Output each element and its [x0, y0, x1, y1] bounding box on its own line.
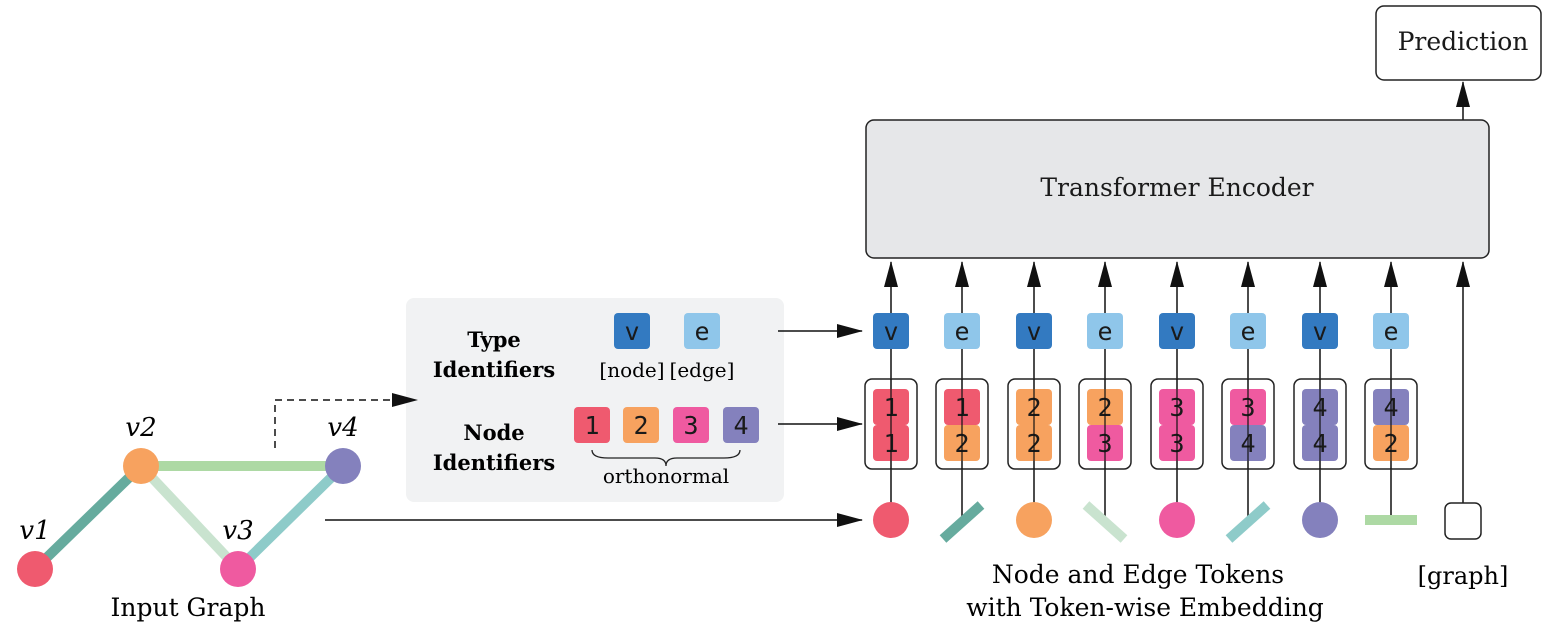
token-column-3: 22v [1007, 261, 1061, 538]
node-token [1016, 502, 1052, 538]
type-id-caption: [node] [599, 358, 664, 382]
type-id-v: v [614, 313, 650, 349]
graph-node-label: v2 [125, 413, 156, 443]
token-type-id-glyph: e [1240, 317, 1255, 346]
orthonormal-caption: orthonormal [603, 464, 729, 488]
graph-node-label: v1 [19, 516, 50, 546]
token-column-8: 42e [1364, 261, 1418, 525]
node-id-1-glyph: 1 [584, 411, 599, 440]
token-type-id: e [1230, 313, 1266, 349]
graph-edge-v2-v3 [137, 462, 242, 573]
token-type-id-glyph: e [1383, 317, 1398, 346]
token-column-2: 12e [935, 261, 989, 543]
graph-token-label: [graph] [1418, 562, 1509, 590]
token-type-id: e [944, 313, 980, 349]
token-type-id-glyph: v [883, 317, 898, 346]
graph-node-v2 [123, 448, 159, 484]
token-column-1: 11v [864, 261, 918, 538]
token-type-id: e [1373, 313, 1409, 349]
token-type-id: e [1087, 313, 1123, 349]
token-type-id-glyph: v [1169, 317, 1184, 346]
edge-token [939, 501, 985, 543]
node-id-1: 1 [574, 407, 610, 443]
input-graph: v1 v2 v3 v4 [17, 413, 361, 587]
dashed-arrow-head [392, 393, 418, 407]
type-identifiers-label-line1: Type [467, 327, 521, 352]
type-identifiers-label-line2: Identifiers [433, 357, 555, 382]
graph-node-v1 [17, 551, 53, 587]
transformer-encoder-box: Transformer Encoder [865, 119, 1490, 259]
type-id-v-glyph: v [624, 317, 639, 346]
type-id-e: e [684, 313, 720, 349]
node-token [1302, 502, 1338, 538]
token-type-id: v [873, 313, 909, 349]
identifiers-panel: Type Identifiers Node Identifiers v [node… [406, 298, 784, 502]
token-column-4: 23e [1078, 261, 1132, 543]
graph-node-v3 [220, 551, 256, 587]
node-identifiers-label-line2: Identifiers [433, 450, 555, 475]
node-id-4: 4 [723, 407, 759, 443]
type-id-caption: [edge] [670, 358, 735, 382]
node-id-3-glyph: 3 [683, 411, 698, 440]
tokens-caption-line1: Node and Edge Tokens [992, 560, 1284, 589]
transformer-encoder-label: Transformer Encoder [1040, 173, 1313, 202]
token-type-id-glyph: e [1097, 317, 1112, 346]
graph-token-square [1444, 502, 1482, 540]
graph-node-v4 [325, 448, 361, 484]
orthonormal-brace [591, 449, 741, 467]
type-id-e-glyph: e [694, 317, 709, 346]
token-type-id-glyph: v [1026, 317, 1041, 346]
node-token [873, 502, 909, 538]
node-id-2-glyph: 2 [633, 411, 648, 440]
graph-node-label: v4 [327, 413, 358, 443]
token-type-id-glyph: v [1312, 317, 1327, 346]
token-type-id-glyph: e [954, 317, 969, 346]
edge-token [1082, 501, 1128, 543]
input-graph-caption: Input Graph [110, 593, 265, 622]
graph-edge-v3-v4 [234, 462, 347, 573]
node-id-4-glyph: 4 [733, 411, 748, 440]
token-column-7: 44v [1293, 261, 1347, 538]
graph-token: [graph] [1418, 261, 1509, 590]
token-column-5: 33v [1150, 261, 1204, 538]
token-type-id: v [1016, 313, 1052, 349]
graph-node-label: v3 [222, 516, 253, 546]
node-id-3: 3 [673, 407, 709, 443]
tokens-caption-line2: with Token-wise Embedding [966, 593, 1324, 622]
token-type-id: v [1302, 313, 1338, 349]
token-column-6: 34e [1221, 261, 1275, 543]
token-type-id: v [1159, 313, 1195, 349]
token-columns: 11v 12e 22v 23e 33v 34e 44v 42e [864, 261, 1418, 543]
edge-token [1225, 501, 1271, 543]
node-identifiers-label-line1: Node [463, 420, 524, 445]
prediction-box: Prediction [1375, 5, 1542, 81]
node-id-2: 2 [623, 407, 659, 443]
graph-edge-v1-v2 [31, 462, 145, 573]
node-token [1159, 502, 1195, 538]
prediction-label: Prediction [1398, 27, 1529, 56]
graph-to-identifiers-dashed-arrow [274, 399, 392, 448]
